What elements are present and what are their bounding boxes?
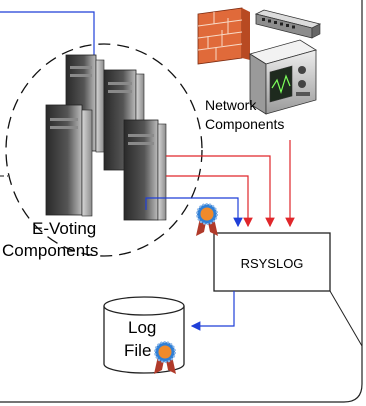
rsyslog-box bbox=[213, 232, 331, 292]
evoting-components-label-line1: E-Voting bbox=[32, 219, 96, 238]
evoting-components-label-line2: Components bbox=[2, 241, 98, 260]
monitor-device-icon bbox=[249, 39, 317, 115]
network-components-label-line2: Components bbox=[205, 116, 284, 132]
log-file-label-line2: File bbox=[124, 341, 151, 360]
log-file-label-line1: Log bbox=[128, 318, 156, 337]
firewall-icon bbox=[197, 7, 250, 65]
evoting-group-circle bbox=[5, 43, 203, 257]
rsyslog-label: RSYSLOG bbox=[241, 256, 304, 271]
blue-link-log bbox=[190, 291, 235, 331]
network-switch-icon bbox=[254, 9, 322, 39]
network-components-label-line1: Network bbox=[205, 97, 257, 113]
rsyslog-frame-connector bbox=[329, 290, 363, 347]
blue-link-top bbox=[0, 11, 95, 68]
server-rack-icon bbox=[45, 54, 167, 221]
certificate-badge-log-icon bbox=[154, 341, 176, 374]
red-link-servers-2 bbox=[166, 175, 253, 228]
certificate-badge-icon bbox=[196, 203, 218, 236]
red-link-servers bbox=[166, 155, 275, 228]
blue-link-server bbox=[145, 197, 243, 228]
